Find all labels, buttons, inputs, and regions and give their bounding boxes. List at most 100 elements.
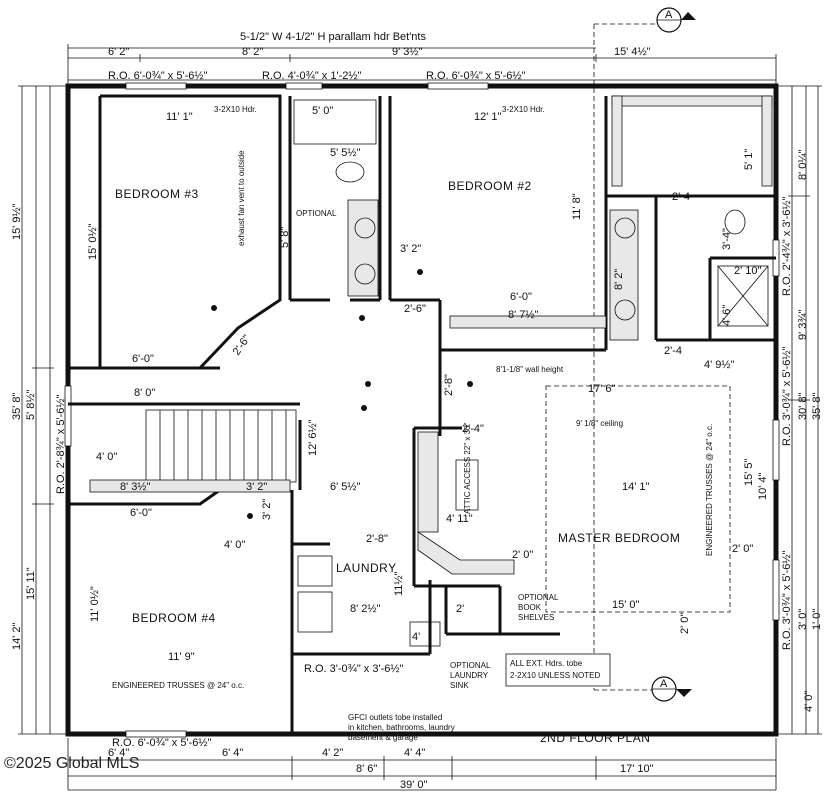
dim-right-5: 30' 8" bbox=[797, 392, 809, 420]
header-note-2: 3-2X10 Hdr. bbox=[502, 105, 545, 114]
laundry-sink-3: SINK bbox=[450, 681, 469, 690]
dim-top-2: 8' 2" bbox=[242, 46, 263, 58]
ro-top-2: R.O. 4'-0¾" x 1'-2½" bbox=[262, 70, 362, 82]
section-marker-top: A bbox=[656, 7, 696, 33]
room-bedroom-3: BEDROOM #3 bbox=[115, 187, 199, 201]
dim-right-6: 35' 8" bbox=[811, 392, 823, 420]
hdr-note-line-1: ALL EXT. Hdrs. tobe bbox=[510, 659, 583, 668]
dim-right-7: 10' 4" bbox=[757, 472, 769, 500]
header-note-box bbox=[505, 653, 611, 687]
dim-bottom-4: 4' 4" bbox=[404, 747, 425, 759]
dim-b3-26: 2'-6" bbox=[231, 333, 253, 358]
dim-master-150: 15' 0" bbox=[612, 599, 640, 611]
laundry-sink-1: OPTIONAL bbox=[450, 661, 491, 670]
dim-left-1: 15' 9½" bbox=[11, 203, 23, 240]
section-letter-bottom: A bbox=[660, 678, 668, 690]
dim-mb-24: 2'-4 bbox=[672, 191, 690, 203]
dim-bottom-7: 39' 0" bbox=[400, 779, 428, 791]
dim-right-10: 1' 0" bbox=[811, 609, 823, 630]
dim-bath-5: 5' 0" bbox=[312, 105, 333, 117]
left-dimension-lines bbox=[18, 85, 66, 735]
book-shelves-1: OPTIONAL bbox=[518, 593, 559, 602]
dim-laundry-40: 4' 0" bbox=[224, 539, 245, 551]
hdr-note-line-2: 2-2X10 UNLESS NOTED bbox=[510, 671, 600, 680]
wall-height-note: 8'1-1/8" wall height bbox=[496, 365, 564, 374]
dim-master-20c: 2' 0" bbox=[679, 613, 691, 634]
dim-b3-6: 6'-0" bbox=[132, 353, 154, 365]
ro-bottom-2: R.O. 3'-0¾" x 3'-6½" bbox=[304, 663, 404, 675]
dim-mb-46: 4' 6" bbox=[721, 305, 733, 326]
dim-top-3: 9' 3½" bbox=[392, 46, 423, 58]
right-dimension-lines bbox=[778, 85, 822, 735]
dim-bottom-5: 8' 6" bbox=[356, 763, 377, 775]
dim-bottom-2: 6' 4" bbox=[222, 747, 243, 759]
ro-right-3: R.O. 3'-0¾" x 5'-6½" bbox=[781, 550, 793, 650]
gfci-note-1: GFCI outlets tobe installed bbox=[348, 713, 442, 722]
dim-b2-width: 12' 1" bbox=[474, 111, 502, 123]
ro-bottom-1: R.O. 6'-0¾" x 5'-6½" bbox=[112, 737, 212, 749]
dim-hall-65: 6' 5½" bbox=[330, 481, 361, 493]
ro-left: R.O. 2'-8¾" x 5'-6½" bbox=[55, 394, 67, 494]
watermark: ©2025 Global MLS bbox=[4, 755, 139, 772]
dim-mb-49: 4' 9½" bbox=[704, 359, 735, 371]
exhaust-note: exhaust fan vent to outside bbox=[237, 150, 246, 246]
dim-hall-28: 2'-8" bbox=[443, 374, 455, 396]
dim-master-141: 14' 1" bbox=[622, 481, 650, 493]
top-dimension-lines bbox=[67, 44, 777, 90]
plan-title: 2ND FLOOR PLAN bbox=[540, 731, 650, 745]
dim-laundry-82: 8' 2½" bbox=[350, 603, 381, 615]
ro-right-1: R.O. 2'-4¾" x 3'-6½" bbox=[781, 196, 793, 296]
dim-top-4: 15' 4½" bbox=[614, 46, 651, 58]
dim-right-11: 4' 0" bbox=[803, 691, 815, 712]
dim-master-155: 15' 5" bbox=[743, 458, 755, 486]
dim-right-1: 8' 0¼" bbox=[797, 149, 809, 180]
dim-bath-32: 3' 2" bbox=[400, 243, 421, 255]
shaded-areas bbox=[347, 95, 773, 575]
laundry-sink-2: LAUNDRY bbox=[450, 671, 489, 680]
dim-bath-55: 5' 5½" bbox=[330, 147, 361, 159]
trusses-note-right: ENGINEERED TRUSSES @ 24" o.c. bbox=[705, 424, 714, 556]
dim-bottom-6: 17' 10" bbox=[620, 763, 654, 775]
attic-access-note: ATTIC ACCESS 22" x 30" bbox=[463, 423, 472, 515]
dim-b3-height: 15' 0½" bbox=[87, 223, 99, 260]
dim-b3-width: 11' 1" bbox=[166, 111, 193, 123]
dim-bath-58: 5' 8" bbox=[279, 227, 291, 248]
fixtures bbox=[211, 99, 769, 647]
dim-stair-60: 6'-0" bbox=[130, 507, 152, 519]
dim-b2-height: 11' 8" bbox=[571, 193, 583, 220]
dim-b2-6: 6'-0" bbox=[510, 291, 532, 303]
dim-stair-83: 8' 3½" bbox=[120, 481, 151, 493]
dim-laundry-4: 4' bbox=[412, 631, 420, 643]
dim-b2-87: 8' 7½" bbox=[508, 309, 539, 321]
dim-b4-110: 11' 0½" bbox=[89, 586, 101, 622]
ro-right-2: R.O. 3'-0¾" x 5'-6½" bbox=[781, 346, 793, 446]
dim-mb-24b: 2'-4 bbox=[664, 345, 682, 357]
dim-left-6: 14' 2" bbox=[11, 622, 23, 650]
beam-note: 5-1/2" W 4-1/2" H parallam hdr Bet'nts bbox=[240, 31, 426, 43]
gfci-note-2: in kitchen, bathrooms, laundry bbox=[348, 723, 455, 732]
dim-top-1: 6' 2" bbox=[108, 46, 129, 58]
dim-mb-210: 2' 10" bbox=[734, 265, 762, 277]
dim-b4-32: 3' 2" bbox=[261, 499, 273, 520]
section-marker-bottom: A bbox=[651, 676, 692, 702]
dim-left-3: 5' 8½" bbox=[25, 389, 37, 420]
dim-left-5: 15' 11" bbox=[25, 567, 37, 600]
dim-hall-126: 12' 6½" bbox=[307, 419, 319, 456]
dim-right-3: 9' 3¾" bbox=[797, 309, 809, 340]
dim-master-28: 2'-8" bbox=[366, 533, 388, 545]
room-laundry: LAUNDRY bbox=[336, 561, 397, 575]
header-note-1: 3-2X10 Hdr. bbox=[214, 105, 257, 114]
room-bedroom-2: BEDROOM #2 bbox=[448, 179, 532, 193]
dim-mb-51: 5' 1" bbox=[743, 149, 755, 170]
room-master-bedroom: MASTER BEDROOM bbox=[558, 531, 680, 545]
dim-master-411: 4' 11" bbox=[446, 513, 473, 525]
dim-master-20: 2' 0" bbox=[512, 549, 533, 561]
staircase bbox=[89, 409, 297, 493]
dim-bottom-1: 6' 4" bbox=[108, 747, 129, 759]
dim-left-2: 35' 8" bbox=[11, 392, 23, 420]
book-shelves-2: BOOK bbox=[518, 603, 542, 612]
ceiling-note: 9' 1/8" ceiling bbox=[576, 419, 623, 428]
trusses-note-b4: ENGINEERED TRUSSES @ 24" o.c. bbox=[112, 681, 244, 690]
ro-top-1: R.O. 6'-0¾" x 5'-6½" bbox=[108, 70, 208, 82]
